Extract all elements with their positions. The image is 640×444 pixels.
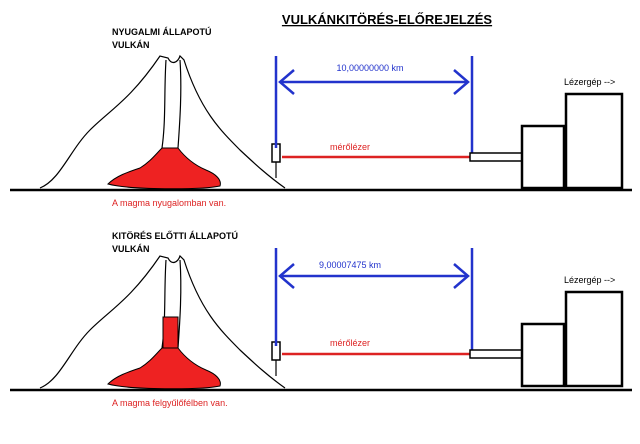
volcano-outline [39, 54, 286, 189]
panel-dormant: NYUGALMI ÁLLAPOTÚ VULKÁN 10,00000000 km … [10, 26, 632, 208]
arrow-head-right [453, 69, 470, 95]
distance-label: 9,00007475 km [319, 260, 381, 270]
page-title: VULKÁNKITÖRÉS-ELŐREJELZÉS [282, 12, 493, 27]
magma-chamber [107, 147, 221, 190]
panel-pre-eruption: KITÖRÉS ELŐTTI ÁLLAPOTÚ VULKÁN 9,0000747… [10, 230, 632, 408]
arrow-head-left [278, 263, 295, 289]
state-caption: A magma nyugalomban van. [112, 198, 226, 208]
magma-column [162, 316, 179, 351]
panel-label-line1: NYUGALMI ÁLLAPOTÚ [112, 26, 212, 37]
panel-label-line2: VULKÁN [112, 244, 150, 254]
laser-machine-large-box [564, 92, 624, 190]
laser-barrel [469, 349, 523, 359]
volcano-conduit [161, 59, 182, 149]
state-caption: A magma felgyűlőfélben van. [112, 398, 228, 408]
laser-label: mérőlézer [330, 338, 370, 348]
laser-device-label: Lézergép --> [564, 77, 615, 87]
magma-chamber [107, 347, 221, 390]
laser-machine-large-box [564, 290, 624, 388]
laser-barrel [469, 152, 523, 162]
volcano-outline [39, 254, 286, 389]
distance-label: 10,00000000 km [336, 63, 403, 73]
arrow-head-right [453, 263, 470, 289]
panel-label-line1: KITÖRÉS ELŐTTI ÁLLAPOTÚ [112, 230, 238, 241]
panel-label-line2: VULKÁN [112, 40, 150, 50]
laser-device-label: Lézergép --> [564, 275, 615, 285]
arrow-head-left [278, 69, 295, 95]
laser-machine-small-box [520, 124, 566, 190]
laser-label: mérőlézer [330, 142, 370, 152]
laser-machine-small-box [520, 322, 566, 388]
